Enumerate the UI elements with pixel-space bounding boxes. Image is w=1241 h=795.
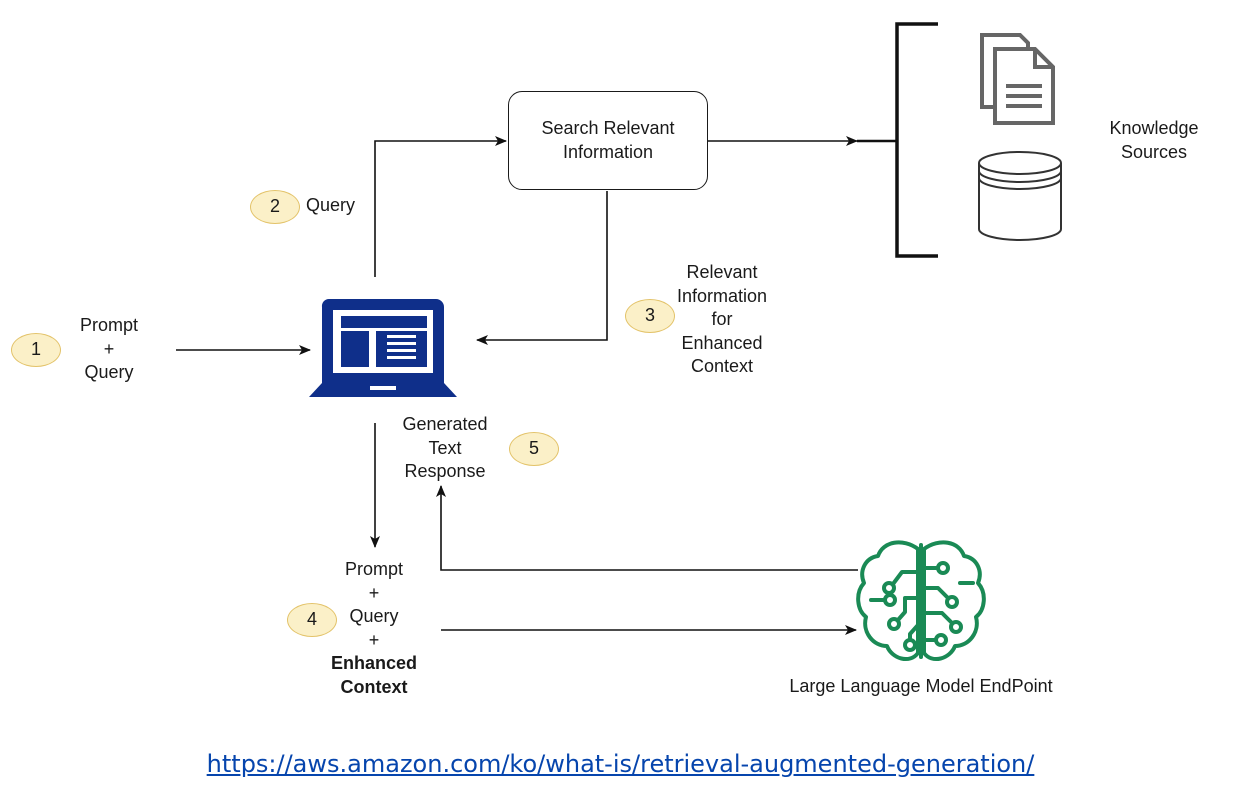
- query-arrow: [374, 136, 507, 277]
- knowledge-bracket: [857, 22, 938, 258]
- step-2-badge: 2: [250, 190, 300, 224]
- search-box-line1: Search Relevant: [541, 118, 675, 138]
- step-5-label: Generated Text Response: [402, 414, 488, 481]
- step-4-label: Prompt + Query + Enhanced Context: [330, 559, 418, 697]
- brain-circuit-icon: [856, 540, 986, 662]
- step-3-badge: 3: [625, 299, 675, 333]
- step-5-badge: 5: [509, 432, 559, 466]
- step-3-label: Relevant Information for Enhanced Contex…: [676, 262, 768, 376]
- search-box-line2: Information: [562, 141, 654, 162]
- laptop-icon: [309, 298, 457, 397]
- documents-icon: [980, 33, 1055, 125]
- step-4-badge: 4: [287, 603, 337, 637]
- response-arrow: [436, 485, 858, 571]
- source-link[interactable]: https://aws.amazon.com/ko/what-is/retrie…: [206, 750, 1035, 778]
- search-relevant-information-box: Search Relevant Information: [508, 91, 708, 190]
- step-1-badge: 1: [11, 333, 61, 367]
- knowledge-sources-label: Knowledge Sources: [1109, 118, 1199, 162]
- step-1-label: Prompt + Query: [79, 315, 139, 382]
- step-2-label: Query: [306, 195, 356, 215]
- relevant-info-arrow: [476, 191, 608, 345]
- database-icon: [978, 151, 1062, 241]
- llm-endpoint-label: Large Language Model EndPoint: [789, 676, 1053, 696]
